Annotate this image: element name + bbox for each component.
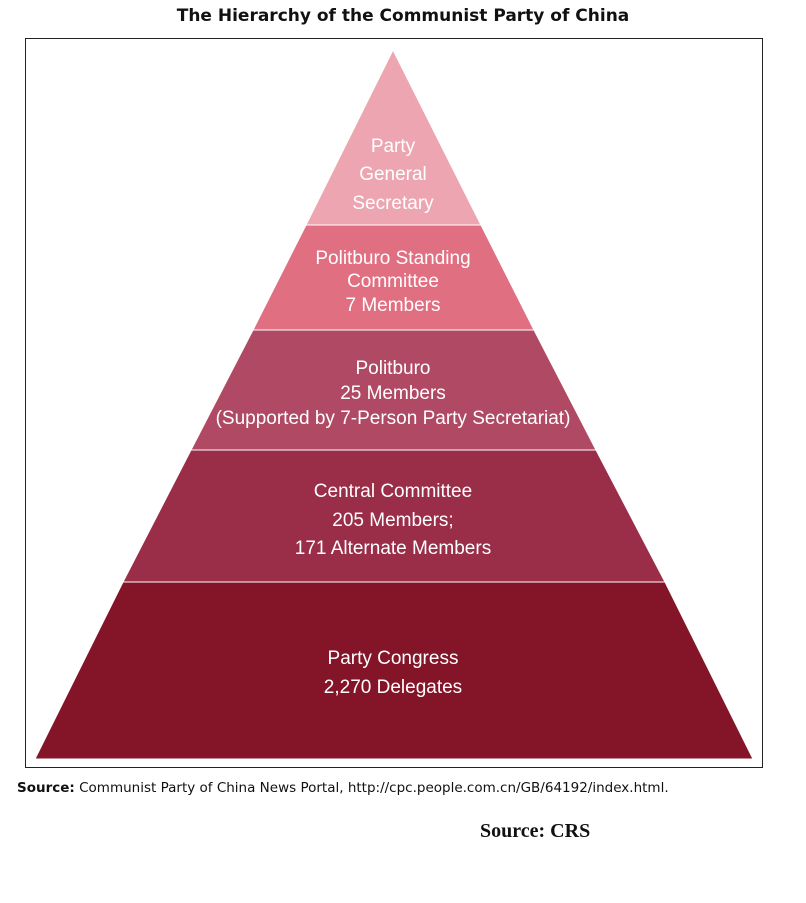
diagram-frame [25, 38, 763, 768]
source-label: Source: [17, 780, 75, 796]
tier-label-central-committee: Central Committee 205 Members; 171 Alter… [295, 481, 491, 559]
tier-label-politburo-standing-committee: Politburo Standing Committee 7 Members [315, 248, 470, 316]
tier-1-line-0: Politburo Standing [315, 248, 470, 269]
tier-4-line-0: Party Congress [328, 648, 459, 669]
tier-party-congress [34, 581, 754, 760]
tier-2-line-0: Politburo [356, 358, 431, 379]
tier-4-line-1: 2,270 Delegates [324, 677, 462, 698]
tier-3-line-2: 171 Alternate Members [295, 538, 491, 559]
tier-label-politburo: Politburo 25 Members (Supported by 7-Per… [216, 358, 571, 429]
tier-2-line-2: (Supported by 7-Person Party Secretariat… [216, 408, 571, 429]
source-crs: Source: CRS [480, 820, 591, 842]
tier-0-line-2: Secretary [352, 193, 434, 214]
tier-label-party-general-secretary: Party General Secretary [352, 136, 434, 214]
tier-3-line-0: Central Committee [314, 481, 472, 502]
tier-2-line-1: 25 Members [340, 383, 446, 404]
tier-0-line-1: General [359, 164, 427, 185]
source-note: Source: Communist Party of China News Po… [17, 780, 669, 796]
tier-1-line-2: 7 Members [345, 295, 440, 316]
tier-label-party-congress: Party Congress 2,270 Delegates [324, 648, 462, 698]
diagram-title: The Hierarchy of the Communist Party of … [176, 6, 630, 26]
tier-1-line-1: Committee [347, 271, 439, 292]
tier-3-line-1: 205 Members; [332, 510, 453, 531]
tier-0-line-0: Party [371, 136, 416, 157]
source-text: Communist Party of China News Portal, ht… [79, 780, 669, 796]
